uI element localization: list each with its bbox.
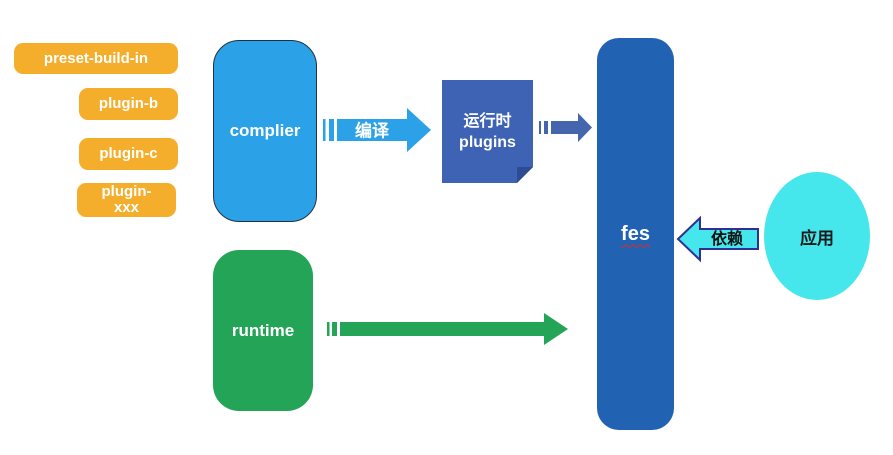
runtime-block: runtime — [213, 250, 313, 411]
fes-label: fes — [621, 222, 650, 245]
left-arrow-icon — [676, 215, 759, 263]
app-ellipse: 应用 — [764, 172, 870, 300]
arrow-stripe — [332, 322, 337, 336]
runtime-to-fes-arrow — [327, 313, 568, 345]
chip-plugin-b: plugin-b — [79, 88, 178, 120]
compile-arrow: 编译 — [323, 108, 431, 152]
right-arrow-icon — [551, 113, 592, 142]
arrow-stripe — [544, 121, 548, 134]
right-arrow-icon — [337, 108, 431, 152]
right-arrow-icon — [340, 313, 568, 345]
chip-plugin-c: plugin-c — [79, 138, 178, 170]
folded-corner — [517, 167, 533, 183]
depends-arrow-label: 依赖 — [711, 229, 743, 248]
complier-block: complier — [213, 40, 317, 222]
arrow-stripe — [329, 119, 334, 141]
arrow-stripe — [323, 119, 326, 141]
depends-arrow: 依赖 — [676, 215, 759, 263]
arrow-stripe — [539, 121, 541, 134]
plugins-to-fes-arrow — [539, 113, 592, 142]
chip-plugin-xxx: plugin- xxx — [77, 183, 176, 217]
chip-preset-build-in: preset-build-in — [14, 43, 178, 74]
arrow-stripe — [327, 322, 330, 336]
runtime-plugins-note: 运行时 plugins — [442, 80, 533, 183]
compile-arrow-label: 编译 — [355, 121, 390, 141]
fes-block: fes — [597, 38, 674, 430]
